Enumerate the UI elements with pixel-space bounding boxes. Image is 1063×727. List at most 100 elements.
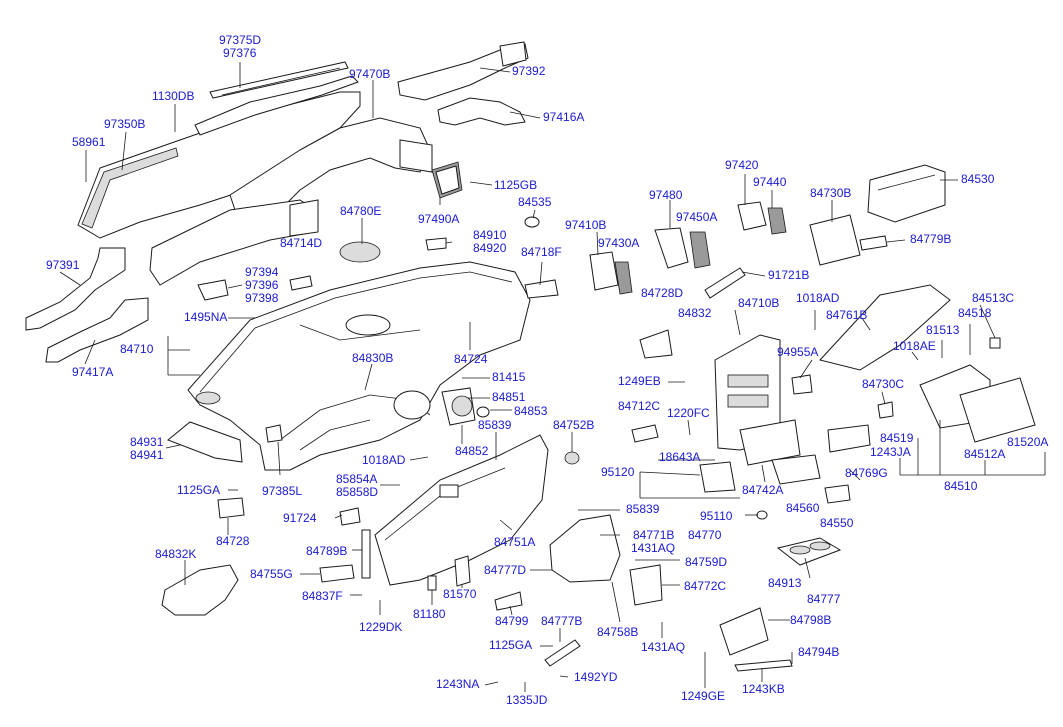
part-label-97416A[interactable]: 97416A: [543, 110, 585, 124]
part-label-1125GB[interactable]: 1125GB: [494, 178, 538, 192]
part-label-84550[interactable]: 84550: [820, 516, 854, 530]
part-label-84758B[interactable]: 84758B: [597, 625, 639, 639]
part-label-84535[interactable]: 84535: [518, 195, 552, 209]
part-label-84910[interactable]: 84910: [473, 228, 507, 242]
part-label-84772C[interactable]: 84772C: [684, 579, 727, 593]
part-label-84724[interactable]: 84724: [454, 352, 488, 366]
part-label-84512A[interactable]: 84512A: [964, 447, 1006, 461]
part-label-1125GA[interactable]: 1125GA: [177, 483, 221, 497]
part-label-84913[interactable]: 84913: [768, 576, 802, 590]
part-label-1220FC[interactable]: 1220FC: [667, 406, 710, 420]
part-label-84832[interactable]: 84832: [678, 306, 712, 320]
part-label-84714D[interactable]: 84714D: [280, 236, 323, 250]
part-label-81520A[interactable]: 81520A: [1007, 435, 1049, 449]
part-label-1243KB[interactable]: 1243KB: [742, 682, 785, 696]
part-label-97392[interactable]: 97392: [512, 64, 546, 78]
part-label-84751A[interactable]: 84751A: [494, 535, 536, 549]
part-label-84931[interactable]: 84931: [130, 435, 164, 449]
part-label-84560[interactable]: 84560: [786, 501, 820, 515]
part-label-97391[interactable]: 97391: [46, 258, 80, 272]
part-label-81180[interactable]: 81180: [413, 607, 446, 621]
part-label-97420[interactable]: 97420: [725, 158, 759, 172]
part-label-84510[interactable]: 84510: [944, 479, 978, 493]
part-label-84853[interactable]: 84853: [514, 404, 548, 418]
part-label-97417A[interactable]: 97417A: [72, 365, 114, 379]
part-label-84761B[interactable]: 84761B: [826, 308, 868, 322]
part-label-84710B[interactable]: 84710B: [738, 296, 780, 310]
part-label-84730C[interactable]: 84730C: [862, 377, 905, 391]
part-label-84771B[interactable]: 84771B: [633, 528, 675, 542]
part-label-81415[interactable]: 81415: [492, 370, 526, 384]
part-label-1130DB[interactable]: 1130DB: [152, 89, 195, 103]
part-label-97375D[interactable]: 97375D: [219, 33, 262, 47]
part-label-84777[interactable]: 84777: [807, 592, 841, 606]
part-label-97480[interactable]: 97480: [649, 188, 683, 202]
part-label-84530[interactable]: 84530: [961, 172, 995, 186]
part-label-1431AQ-2[interactable]: 1431AQ: [641, 640, 686, 654]
part-label-84852[interactable]: 84852: [455, 444, 489, 458]
part-label-95120[interactable]: 95120: [601, 465, 635, 479]
part-label-84519[interactable]: 84519: [880, 431, 914, 445]
part-label-84770[interactable]: 84770: [688, 528, 722, 542]
part-label-95110[interactable]: 95110: [700, 509, 733, 523]
part-label-84837F[interactable]: 84837F: [302, 589, 343, 603]
part-label-84798B[interactable]: 84798B: [790, 613, 832, 627]
part-label-97398[interactable]: 97398: [245, 291, 279, 305]
part-label-1018AD[interactable]: 1018AD: [796, 291, 840, 305]
part-label-84728D[interactable]: 84728D: [641, 286, 684, 300]
part-label-97385L[interactable]: 97385L: [262, 484, 303, 498]
part-label-84742A[interactable]: 84742A: [742, 483, 784, 497]
part-label-1249EB[interactable]: 1249EB: [618, 374, 661, 388]
part-label-85854A[interactable]: 85854A: [336, 472, 378, 486]
part-label-1018AE[interactable]: 1018AE: [893, 339, 936, 353]
part-label-97350B[interactable]: 97350B: [104, 117, 146, 131]
part-label-97470B[interactable]: 97470B: [349, 67, 391, 81]
part-label-84777D[interactable]: 84777D: [484, 563, 527, 577]
part-label-84851[interactable]: 84851: [492, 390, 526, 404]
part-label-97440[interactable]: 97440: [753, 175, 787, 189]
part-label-84799[interactable]: 84799: [495, 614, 529, 628]
part-label-85858D[interactable]: 85858D: [336, 485, 379, 499]
part-label-97490A[interactable]: 97490A: [418, 212, 460, 226]
part-label-84789B[interactable]: 84789B: [306, 544, 348, 558]
part-label-1229DK[interactable]: 1229DK: [359, 620, 403, 634]
part-label-84755G[interactable]: 84755G: [250, 567, 293, 581]
part-label-1243JA[interactable]: 1243JA: [870, 445, 911, 459]
part-label-84794B[interactable]: 84794B: [798, 645, 840, 659]
part-label-84728[interactable]: 84728: [216, 534, 250, 548]
part-label-1249GE[interactable]: 1249GE: [681, 689, 726, 703]
part-label-97376[interactable]: 97376: [223, 46, 257, 60]
part-label-97410B[interactable]: 97410B: [565, 218, 607, 232]
part-label-84780E[interactable]: 84780E: [340, 204, 382, 218]
part-label-1125GA-2[interactable]: 1125GA: [489, 638, 533, 652]
part-label-97396[interactable]: 97396: [245, 278, 279, 292]
part-label-94955A[interactable]: 94955A: [777, 345, 819, 359]
part-label-84518[interactable]: 84518: [958, 306, 992, 320]
part-label-1495NA[interactable]: 1495NA: [184, 310, 228, 324]
part-label-84830B[interactable]: 84830B: [352, 351, 394, 365]
part-label-97394[interactable]: 97394: [245, 265, 279, 279]
part-label-1018AD-2[interactable]: 1018AD: [362, 453, 406, 467]
part-label-58961[interactable]: 58961: [72, 135, 106, 149]
part-label-85839b[interactable]: 85839: [626, 502, 660, 516]
part-label-84730B[interactable]: 84730B: [810, 186, 852, 200]
part-label-84832K[interactable]: 84832K: [155, 547, 197, 561]
part-label-84752B[interactable]: 84752B: [553, 418, 595, 432]
part-label-84712C[interactable]: 84712C: [618, 399, 661, 413]
part-label-81570[interactable]: 81570: [443, 587, 477, 601]
part-label-84779B[interactable]: 84779B: [910, 232, 952, 246]
part-label-1335JD[interactable]: 1335JD: [506, 693, 548, 707]
part-label-81513[interactable]: 81513: [926, 323, 960, 337]
part-label-84710[interactable]: 84710: [120, 342, 154, 356]
part-label-97430A[interactable]: 97430A: [598, 236, 640, 250]
part-label-91724[interactable]: 91724: [283, 511, 317, 525]
part-label-18643A[interactable]: 18643A: [659, 450, 701, 464]
part-label-84513C[interactable]: 84513C: [972, 291, 1015, 305]
part-label-84941[interactable]: 84941: [130, 448, 164, 462]
part-label-84759D[interactable]: 84759D: [685, 555, 728, 569]
part-label-85839a[interactable]: 85839: [478, 418, 512, 432]
part-label-1431AQ[interactable]: 1431AQ: [631, 541, 676, 555]
part-label-97450A[interactable]: 97450A: [676, 210, 718, 224]
part-label-84769G[interactable]: 84769G: [845, 466, 888, 480]
part-label-91721B[interactable]: 91721B: [768, 268, 810, 282]
